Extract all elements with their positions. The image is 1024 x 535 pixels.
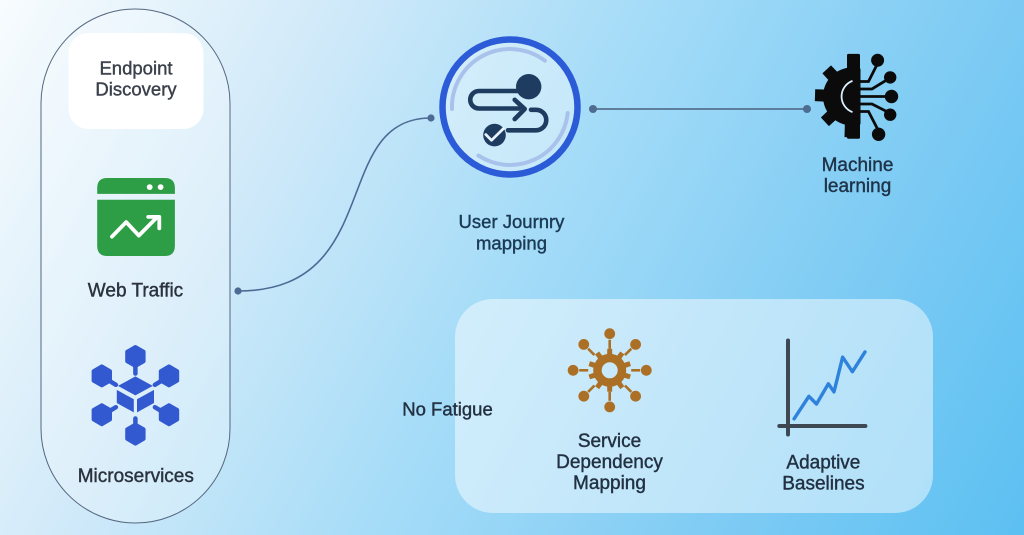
svg-text:User Journry: User Journry bbox=[459, 211, 566, 232]
svg-text:Web Traffic: Web Traffic bbox=[88, 281, 183, 302]
svg-text:Service: Service bbox=[578, 431, 641, 452]
svg-text:Machine: Machine bbox=[822, 155, 894, 176]
svg-text:learning: learning bbox=[824, 176, 892, 197]
svg-text:mapping: mapping bbox=[476, 233, 547, 254]
svg-text:Dependency: Dependency bbox=[556, 452, 663, 473]
svg-text:Microservices: Microservices bbox=[78, 466, 194, 487]
svg-text:No Fatigue: No Fatigue bbox=[402, 399, 493, 420]
svg-text:Adaptive: Adaptive bbox=[786, 452, 860, 473]
svg-text:Baselines: Baselines bbox=[782, 473, 864, 494]
svg-text:Endpoint: Endpoint bbox=[99, 58, 172, 79]
svg-text:Mapping: Mapping bbox=[573, 473, 646, 494]
svg-text:Discovery: Discovery bbox=[95, 79, 177, 100]
